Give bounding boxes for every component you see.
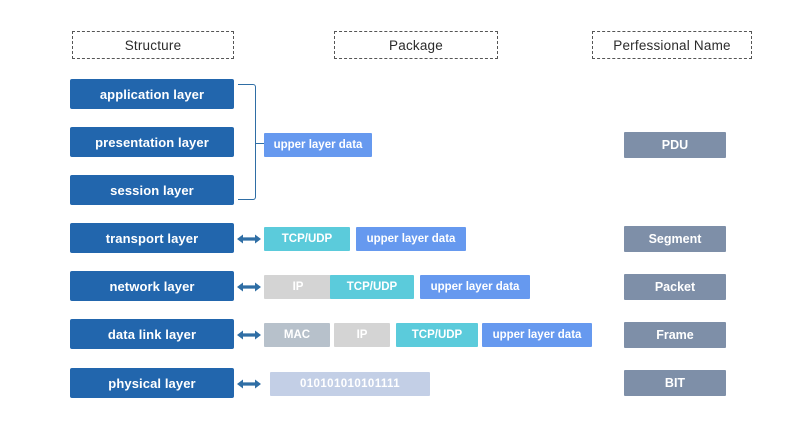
double-headed-arrow-icon <box>237 379 261 389</box>
package-block-tcp-udp: TCP/UDP <box>330 275 414 299</box>
double-headed-arrow-icon <box>237 282 261 292</box>
curly-bracket-icon <box>238 84 256 200</box>
layer-box-data-link: data link layer <box>70 319 234 349</box>
package-block-tcp-udp: TCP/UDP <box>396 323 478 347</box>
package-block-mac: MAC <box>264 323 330 347</box>
package-block-bitstream: 010101010101111 <box>270 372 430 396</box>
curly-bracket-stub-icon <box>255 143 264 144</box>
professional-name-pdu: PDU <box>624 132 726 158</box>
package-block-ip: IP <box>334 323 390 347</box>
layer-box-session: session layer <box>70 175 234 205</box>
layer-box-presentation: presentation layer <box>70 127 234 157</box>
column-header-structure: Structure <box>72 31 234 59</box>
package-block-upper-layer-data: upper layer data <box>420 275 530 299</box>
column-header-professional-name: Perfessional Name <box>592 31 752 59</box>
layer-box-physical: physical layer <box>70 368 234 398</box>
package-block-ip: IP <box>264 275 332 299</box>
professional-name-segment: Segment <box>624 226 726 252</box>
layer-box-transport: transport layer <box>70 223 234 253</box>
package-block-upper-layer-data: upper layer data <box>482 323 592 347</box>
package-block-upper-layer-data: upper layer data <box>264 133 372 157</box>
double-headed-arrow-icon <box>237 330 261 340</box>
layer-box-network: network layer <box>70 271 234 301</box>
package-block-upper-layer-data: upper layer data <box>356 227 466 251</box>
package-block-tcp-udp: TCP/UDP <box>264 227 350 251</box>
professional-name-packet: Packet <box>624 274 726 300</box>
double-headed-arrow-icon <box>237 234 261 244</box>
layer-box-application: application layer <box>70 79 234 109</box>
column-header-package: Package <box>334 31 498 59</box>
professional-name-frame: Frame <box>624 322 726 348</box>
professional-name-bit: BIT <box>624 370 726 396</box>
